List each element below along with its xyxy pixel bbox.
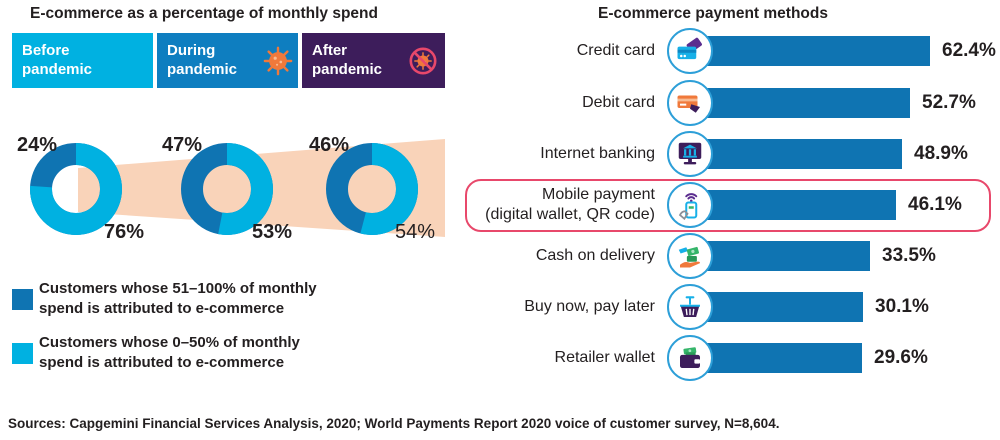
bar-value: 29.6%	[874, 347, 928, 368]
bar-credit-card	[690, 36, 930, 66]
bar-value: 30.1%	[875, 296, 929, 317]
retailer-wallet-icon	[667, 335, 713, 381]
legend-label-high: Customers whose 51–100% of monthly spend…	[39, 280, 317, 317]
bar-label: Buy now, pay later	[524, 298, 655, 315]
phase-label: After pandemic	[312, 42, 383, 78]
bar-label: Mobile payment (digital wallet, QR code)	[485, 186, 655, 223]
bar-label: Retailer wallet	[554, 349, 655, 366]
phase-box-after: After pandemic	[302, 33, 445, 88]
left-panel-title: E-commerce as a percentage of monthly sp…	[30, 5, 378, 22]
bar-retailer-wallet	[690, 343, 862, 373]
donut-low-label: 54%	[395, 221, 436, 243]
legend-label-low: Customers whose 0–50% of monthly spend i…	[39, 334, 300, 371]
right-panel-title: E-commerce payment methods	[598, 5, 828, 22]
donut-low-label: 53%	[252, 221, 293, 243]
donut-before-pandemic	[30, 143, 122, 235]
bar-value: 48.9%	[914, 143, 968, 164]
bar-value: 62.4%	[942, 40, 996, 61]
bar-label: Debit card	[582, 94, 655, 111]
bar-internet-banking	[690, 139, 902, 169]
debit-card-icon	[667, 80, 713, 126]
bar-mobile-payment	[690, 190, 896, 220]
donut-low-label: 76%	[104, 221, 145, 243]
bar-label: Cash on delivery	[535, 247, 655, 264]
virus-icon	[263, 46, 293, 81]
donut-after-pandemic	[326, 143, 418, 235]
phase-label: Before pandemic	[22, 42, 93, 78]
bar-cash-on-delivery	[690, 241, 870, 271]
bar-value: 33.5%	[882, 245, 936, 266]
credit-card-icon	[667, 28, 713, 74]
donut-high-label: 24%	[17, 134, 58, 156]
bar-value: 52.7%	[922, 92, 976, 113]
mobile-payment-icon	[667, 182, 713, 228]
donut-during-pandemic	[181, 143, 273, 235]
bar-label: Credit card	[576, 42, 655, 59]
cash-on-delivery-icon	[667, 233, 713, 279]
phase-label: During pandemic	[167, 42, 238, 78]
phase-box-before: Before pandemic	[12, 33, 153, 88]
internet-banking-icon	[667, 131, 713, 177]
buy-now-pay-later-icon	[667, 284, 713, 330]
bar-label: Internet banking	[540, 145, 655, 162]
phase-box-during: During pandemic	[157, 33, 298, 88]
bar-buy-now-pay-later	[690, 292, 863, 322]
no-virus-icon	[408, 46, 438, 81]
legend-swatch-low	[12, 343, 33, 364]
legend-swatch-high	[12, 289, 33, 310]
sources-note: Sources: Capgemini Financial Services An…	[8, 416, 780, 431]
mobile-payment-highlight-box	[465, 179, 991, 232]
donut-high-label: 46%	[309, 134, 350, 156]
bar-value: 46.1%	[908, 194, 962, 215]
bar-debit-card	[690, 88, 910, 118]
donut-high-label: 47%	[162, 134, 203, 156]
